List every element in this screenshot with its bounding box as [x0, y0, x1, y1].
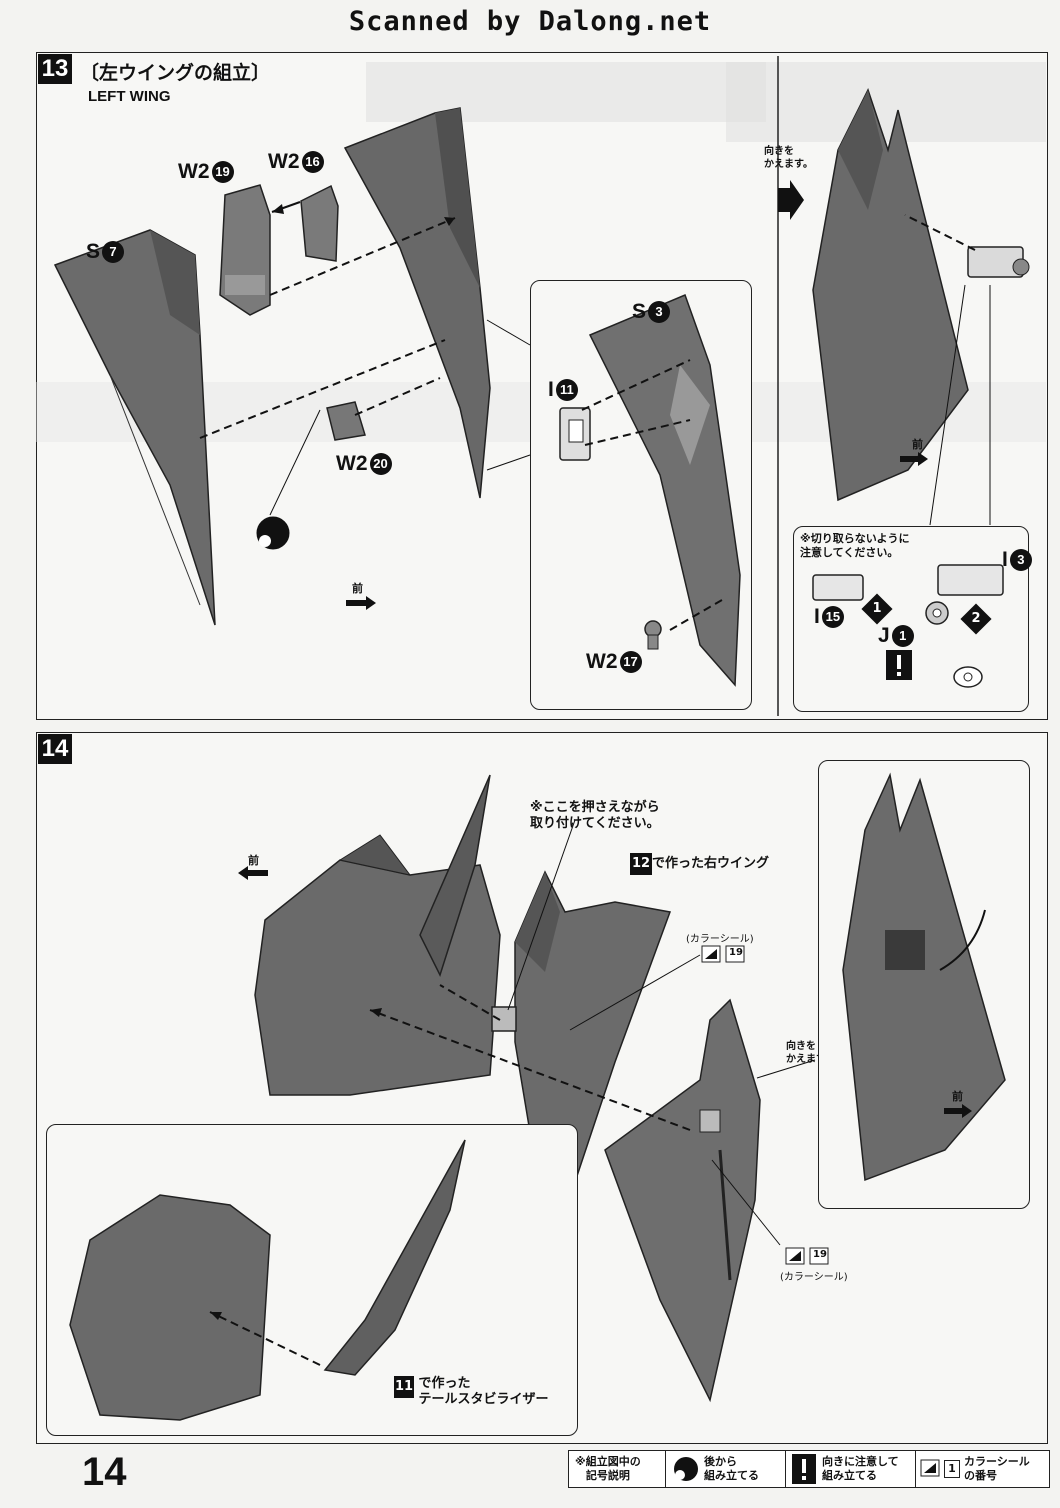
- w2-16-part: [300, 184, 339, 262]
- assembly-arrows-13: [199, 201, 531, 516]
- press-note: ※ここを押さえながら 取り付けてください。: [530, 800, 660, 831]
- sticker-icon-top: [701, 945, 745, 963]
- robot-torso: [254, 774, 501, 1096]
- sticker-label-bottom: (カラーシール): [780, 1272, 848, 1283]
- rear-assembly-icon: [256, 516, 290, 550]
- ring-part-detail: [953, 666, 983, 688]
- front-arrow-14: [238, 866, 268, 880]
- symbol-legend: ※組立図中の 記号説明 後から 組み立てる 向きに注意して 組み立てる 1 カラ…: [568, 1450, 1050, 1488]
- s7-wing-part: [53, 229, 216, 626]
- step14-number: 14: [38, 734, 72, 764]
- sticker-num-bottom: 19: [813, 1249, 827, 1260]
- main-wing-frame: [343, 107, 491, 499]
- rotate-note-14: 向きを かえます。: [786, 1041, 835, 1065]
- w2-19-part: [219, 184, 271, 316]
- rotate-arrow: [778, 180, 804, 220]
- step13-divider: [777, 56, 779, 716]
- front-label-right: 前: [912, 438, 923, 451]
- i11-part: [559, 407, 591, 461]
- rotate-note: 向きを かえます。: [764, 146, 813, 170]
- caution-note: ※切り取らないように 注意してください。: [800, 532, 910, 559]
- legend-title: ※組立図中の 記号説明: [575, 1455, 641, 1482]
- i3-part: [937, 564, 1004, 596]
- step13-subtitle: LEFT WING: [88, 88, 171, 105]
- tail-stabilizer-part: [323, 1139, 466, 1376]
- caution-icon: [792, 1454, 816, 1484]
- assembly-arrows-14: [369, 819, 816, 1246]
- step13-title: 〔左ウイングの組立〕: [80, 62, 271, 84]
- step13-number: 13: [38, 54, 72, 84]
- peg-part: [967, 246, 1030, 278]
- front-label-14: 前: [248, 854, 259, 867]
- stabilizer-arrow: [209, 1311, 321, 1366]
- connector-block: [491, 1006, 517, 1032]
- peg-arrow: [904, 214, 991, 526]
- rotated-wing-part: [812, 88, 969, 502]
- sticker-icon-bottom: [785, 1247, 829, 1265]
- front-arrow-14-right: [944, 1104, 972, 1118]
- w2-17-part: [644, 620, 662, 650]
- front-label: 前: [352, 582, 363, 595]
- sticker-num-top: 19: [729, 947, 743, 958]
- front-arrow: [346, 596, 376, 610]
- rotated-wing-detail: [842, 772, 1006, 1182]
- legend-item-rear: 後から 組み立てる: [665, 1451, 786, 1487]
- page-number: 14: [82, 1450, 127, 1494]
- legend-item-caution: 向きに注意して 組み立てる: [785, 1451, 916, 1487]
- robot-torso-detail: [69, 1194, 271, 1421]
- legend-item-sticker: 1 カラーシール の番号: [915, 1451, 1050, 1487]
- assembly-arrows-s3: [581, 359, 723, 631]
- sticker-icon: [920, 1459, 940, 1477]
- j1-part: [925, 601, 949, 625]
- sticker-label-top: (カラーシール): [686, 934, 754, 945]
- scan-credit: Scanned by Dalong.net: [348, 6, 712, 37]
- w2-20-part: [326, 401, 366, 441]
- i15-part: [812, 574, 864, 601]
- front-label-14-right: 前: [952, 1090, 963, 1103]
- front-arrow-right: [900, 452, 928, 466]
- caution-icon: [886, 650, 912, 680]
- s3-frame-detail: [588, 294, 741, 687]
- rear-assembly-icon: [674, 1457, 698, 1481]
- stabilizer-ref: 11 で作った テールスタビライザー: [394, 1376, 549, 1407]
